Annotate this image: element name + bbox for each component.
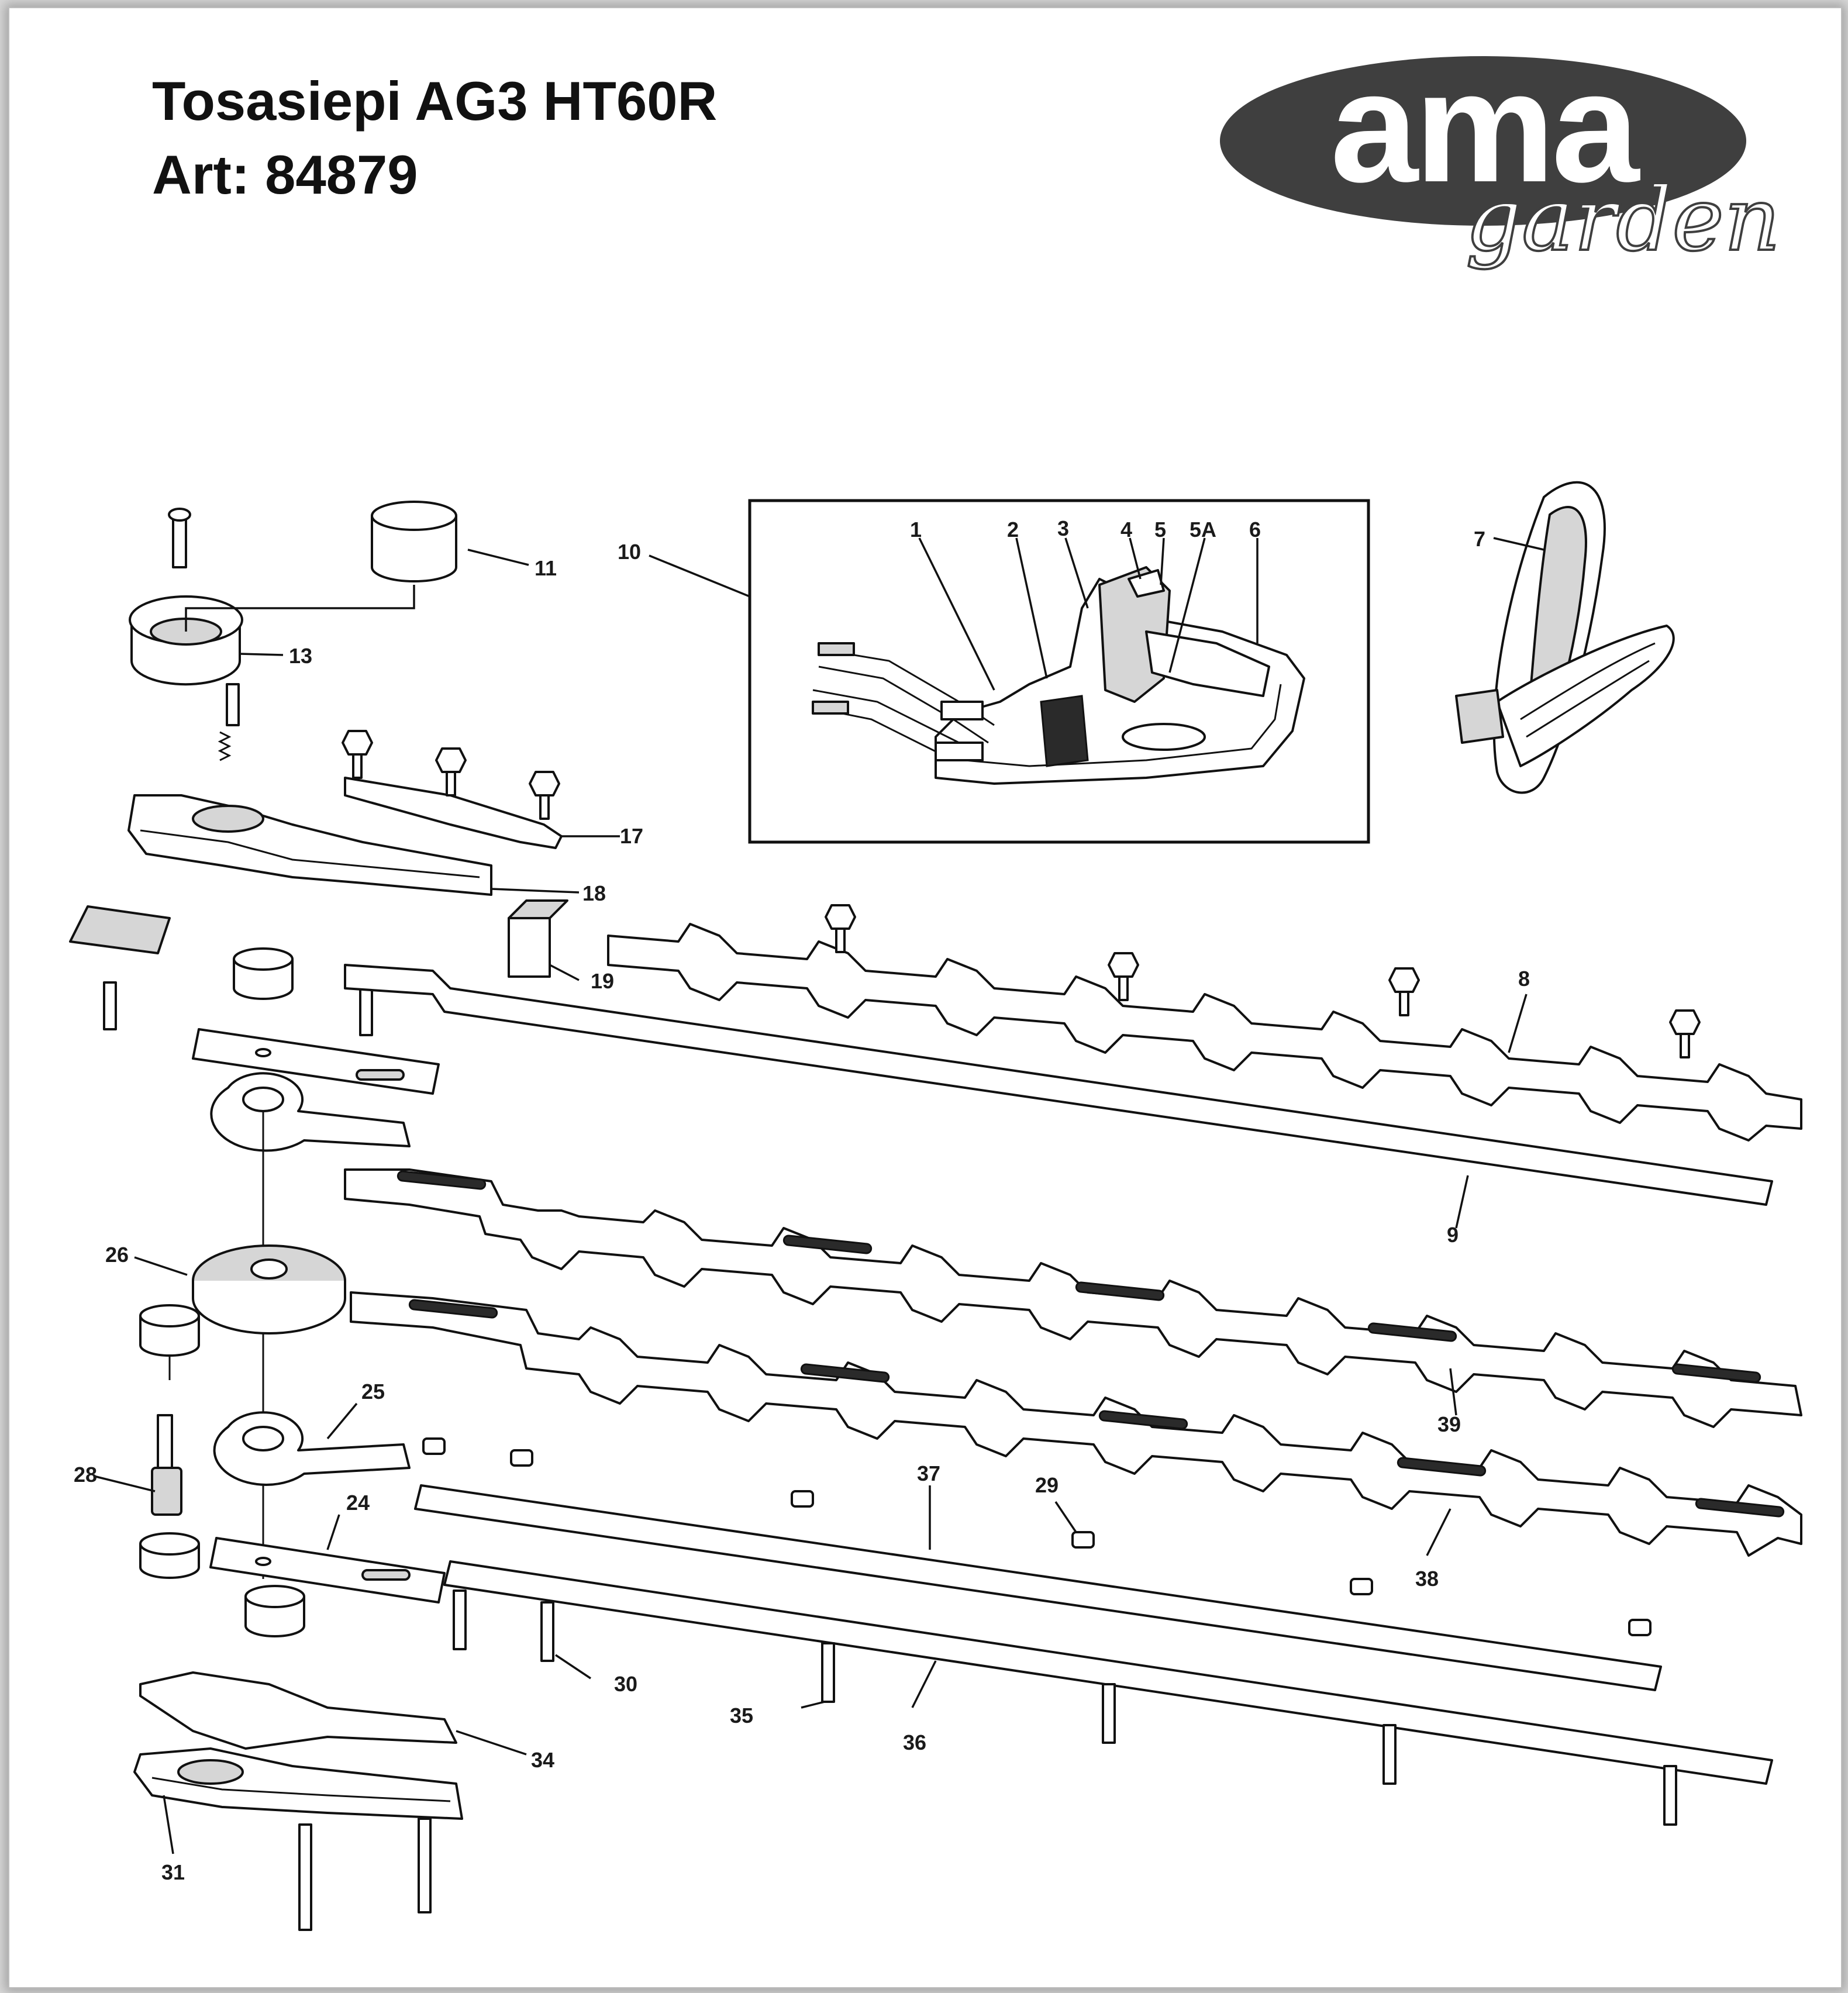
label-part-5a: 5A <box>1190 518 1216 542</box>
label-part-7: 7 <box>1474 527 1485 551</box>
left-component-stack <box>69 501 568 1931</box>
label-part-3: 3 <box>1057 516 1069 540</box>
label-part-28: 28 <box>74 1463 97 1487</box>
label-part-35: 35 <box>730 1704 753 1728</box>
label-part-11: 11 <box>535 556 557 580</box>
label-part-25: 25 <box>361 1380 385 1404</box>
label-part-26: 26 <box>105 1243 129 1267</box>
label-part-29: 29 <box>1035 1473 1059 1497</box>
label-part-2: 2 <box>1007 518 1019 542</box>
bar-screws <box>453 1589 1677 1826</box>
label-part-24: 24 <box>346 1491 370 1515</box>
guide-blocks <box>422 1437 1652 1636</box>
label-part-38: 38 <box>1415 1567 1439 1591</box>
label-part-1: 1 <box>910 518 922 542</box>
label-part-13: 13 <box>289 644 312 668</box>
title-block: Tosasiepi AG3 HT60R Art: 84879 <box>152 64 717 212</box>
label-part-30: 30 <box>614 1672 637 1696</box>
logo-subword: garden <box>1464 168 1782 272</box>
label-part-34: 34 <box>531 1748 554 1772</box>
handle-inset-frame <box>748 499 1370 844</box>
bracket-nuts <box>342 730 560 820</box>
label-part-37: 37 <box>917 1461 940 1485</box>
label-part-8: 8 <box>1518 967 1530 991</box>
label-part-39: 39 <box>1437 1412 1461 1436</box>
front-handle-drawing <box>1455 481 1675 794</box>
label-part-31: 31 <box>161 1860 185 1884</box>
part-labels: 1 2 3 4 5 5A 6 7 8 9 10 11 13 17 18 19 2… <box>74 516 1530 1884</box>
label-part-6: 6 <box>1249 518 1261 542</box>
blade-assemblies <box>344 904 1802 1826</box>
label-part-5: 5 <box>1154 518 1166 542</box>
product-title: Tosasiepi AG3 HT60R <box>152 70 718 132</box>
label-part-10: 10 <box>618 540 641 564</box>
label-part-18: 18 <box>582 881 606 905</box>
logo-ellipse <box>1220 56 1746 226</box>
article-number: Art: 84879 <box>152 144 418 205</box>
label-part-4: 4 <box>1120 518 1132 542</box>
label-part-19: 19 <box>591 969 614 993</box>
brand-logo: ama garden <box>1214 40 1782 278</box>
blade-nuts <box>825 904 1701 1058</box>
logo-word: ama <box>1330 39 1639 215</box>
handle-assembly-drawing <box>812 566 1305 785</box>
label-part-17: 17 <box>620 824 643 848</box>
label-part-9: 9 <box>1447 1223 1459 1247</box>
leader-lines <box>93 537 1544 1854</box>
label-part-36: 36 <box>903 1730 926 1754</box>
